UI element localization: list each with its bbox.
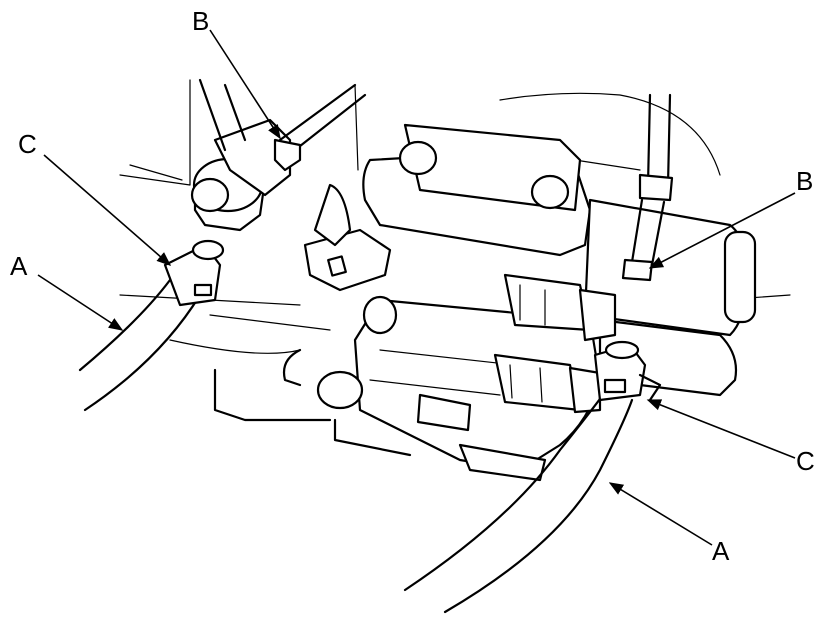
callout-b-top: B bbox=[192, 6, 209, 36]
leader-a-left bbox=[37, 274, 124, 331]
leader-b-right bbox=[648, 192, 796, 269]
hoses bbox=[78, 278, 634, 614]
breather-tubes bbox=[198, 78, 674, 282]
leader-c-left bbox=[43, 154, 172, 266]
modulator-body bbox=[353, 123, 757, 482]
mounting-bracket bbox=[303, 183, 392, 292]
callout-a-bottom: A bbox=[712, 536, 730, 566]
callout-labels: B B C C A A bbox=[10, 6, 815, 566]
leader-a-bottom bbox=[608, 482, 713, 546]
solenoid-caps bbox=[316, 140, 570, 432]
callout-a-left: A bbox=[10, 251, 28, 281]
fitting-bolt-left bbox=[190, 118, 292, 232]
electrical-connector-lower bbox=[493, 353, 602, 414]
leader-b-top bbox=[209, 29, 281, 140]
electrical-connector-upper bbox=[503, 273, 617, 342]
callout-b-right: B bbox=[796, 166, 813, 196]
leader-lines bbox=[37, 29, 796, 546]
hose-clamps bbox=[163, 239, 662, 402]
callout-c-right: C bbox=[796, 446, 815, 476]
callout-c-left: C bbox=[18, 129, 37, 159]
leader-c-right bbox=[646, 399, 796, 459]
